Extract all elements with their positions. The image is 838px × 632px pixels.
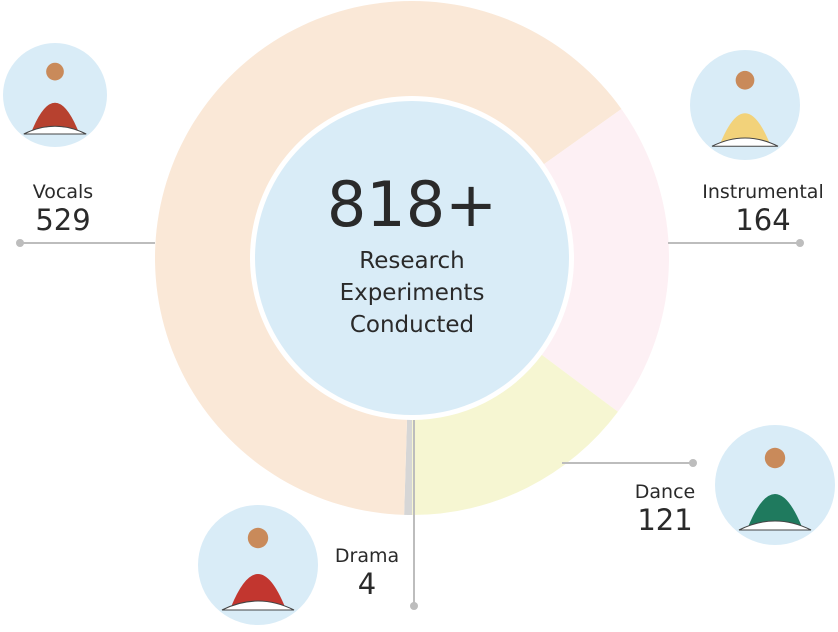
figure-head-icon <box>735 70 755 90</box>
label-drama: Drama 4 <box>335 544 399 600</box>
leader-dot-vocals <box>16 239 24 247</box>
label-value: 121 <box>637 503 693 537</box>
center-line-3: Conducted <box>349 312 475 338</box>
leader-dot-instrumental <box>796 239 804 247</box>
label-name: Instrumental <box>702 181 824 203</box>
slice-dance <box>412 354 618 515</box>
figure-base-icon <box>711 137 779 147</box>
label-value: 529 <box>35 203 91 237</box>
label-value: 4 <box>357 567 377 601</box>
figure-body-icon <box>720 113 770 144</box>
figure-body-icon <box>748 494 802 527</box>
label-value: 164 <box>735 203 791 237</box>
total-value: 818+ <box>326 168 498 241</box>
figure-head-icon <box>764 447 786 469</box>
label-name: Drama <box>334 545 400 567</box>
leader-dot-drama <box>410 602 418 610</box>
label-name: Vocals <box>32 181 94 203</box>
figure-base-icon <box>738 520 812 531</box>
center-summary: 818+ Research Experiments Conducted <box>262 165 562 341</box>
label-instrumental: Instrumental 164 <box>702 180 823 236</box>
label-vocals: Vocals 529 <box>33 180 93 236</box>
figure-base-icon <box>221 600 295 611</box>
label-dance: Dance 121 <box>635 480 695 536</box>
label-name: Dance <box>634 481 696 503</box>
slice-drama <box>404 419 412 515</box>
slice-vocals <box>155 0 622 515</box>
slice-instrumental <box>541 109 669 412</box>
singer-illustration-icon <box>3 43 107 147</box>
figure-body-icon <box>31 102 79 132</box>
leader-dot-dance <box>689 459 697 467</box>
figure-head-icon <box>46 62 64 81</box>
dancer-illustration-icon <box>715 425 835 545</box>
figure-head-icon <box>247 527 269 549</box>
sitar-player-illustration-icon <box>690 50 800 160</box>
center-circle <box>255 101 569 415</box>
figure-base-icon <box>23 125 87 135</box>
center-line-1: Research <box>359 248 465 274</box>
figure-body-icon <box>231 574 285 607</box>
center-line-2: Experiments <box>339 280 485 306</box>
actress-clapperboard-illustration-icon <box>198 505 318 625</box>
